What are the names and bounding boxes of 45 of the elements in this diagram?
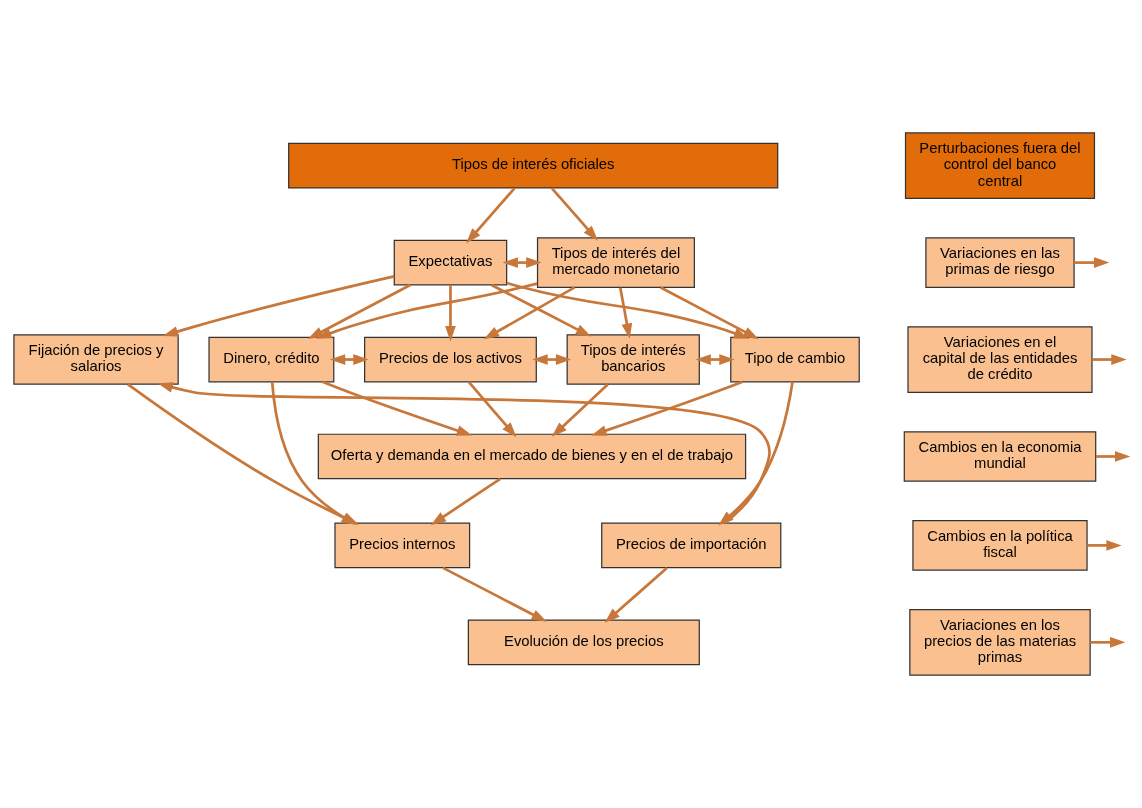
node-box: Precios de los activos: [364, 336, 537, 383]
node-box: Precios de importación: [601, 522, 782, 569]
arrow: [1087, 540, 1122, 551]
arrow: [532, 354, 572, 365]
node-box: Perturbaciones fuera del control del banco central: [904, 132, 1096, 199]
arrow: [1090, 636, 1126, 648]
arrow: [162, 275, 395, 337]
arrow: [1095, 451, 1131, 462]
node-box: Fijación de precios y salarios: [13, 334, 179, 385]
node-box: Tipo de cambio: [730, 336, 860, 383]
node-box: Variaciones en los precios de las materias primas: [909, 609, 1091, 676]
arrow: [445, 285, 456, 342]
node-box: Variaciones en el capital de las entidades de crédito: [907, 326, 1093, 393]
node-box: Precios internos: [334, 522, 471, 569]
node-box: Dinero, crédito: [208, 336, 335, 383]
arrow: [604, 567, 668, 623]
arrow: [430, 477, 501, 526]
arrow: [695, 354, 735, 365]
arrow: [467, 381, 517, 438]
node-box: Cambios en la economia mundial: [903, 431, 1097, 482]
node-box: Tipos de interés bancarios: [566, 334, 700, 385]
node-box: Variaciones en las primas de riesgo: [925, 237, 1075, 288]
arrow: [316, 282, 538, 339]
node-box: Cambios en la política fiscal: [912, 520, 1088, 571]
arrow: [550, 187, 598, 241]
arrow: [591, 380, 743, 436]
arrow: [490, 283, 592, 337]
arrow: [442, 566, 547, 622]
arrow: [660, 286, 759, 340]
arrow: [506, 281, 750, 339]
arrow: [329, 354, 369, 365]
node-box: Tipos de interés del mercado monetario: [536, 237, 695, 288]
arrow: [502, 257, 542, 268]
node-box: Expectativas: [393, 239, 508, 286]
arrow: [483, 286, 576, 340]
arrow: [466, 187, 516, 244]
arrow: [551, 383, 609, 437]
arrow: [307, 283, 411, 340]
node-box: Oferta y demanda en el mercado de bienes y en el de trabajo: [317, 433, 747, 480]
arrow: [618, 287, 633, 339]
node-box: Evolución de los precios: [467, 619, 700, 666]
node-box: Tipos de interés oficiales: [288, 142, 779, 189]
arrow: [1092, 354, 1127, 365]
arrow: [1074, 257, 1110, 268]
arrow: [321, 380, 473, 436]
